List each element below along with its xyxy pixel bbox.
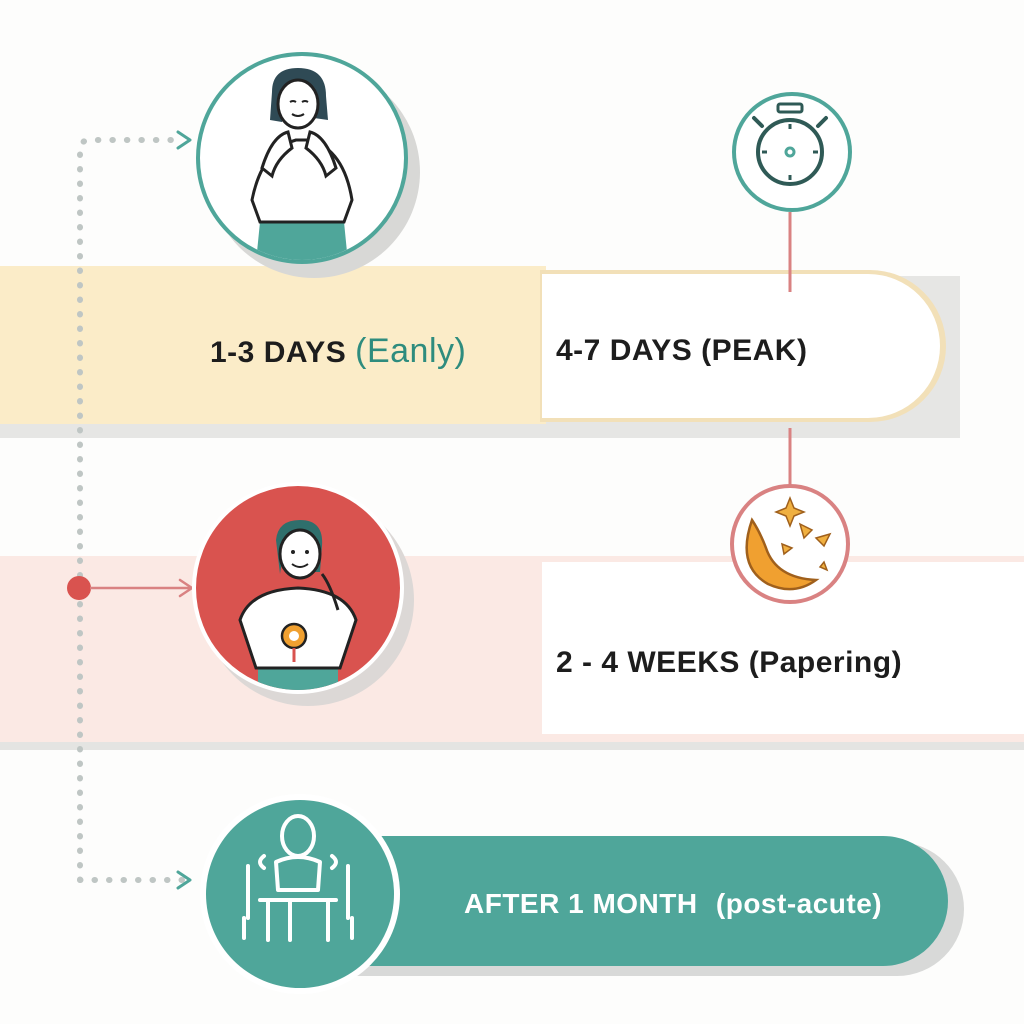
band-peak bbox=[542, 274, 940, 418]
dotted-connector bbox=[77, 137, 185, 883]
stage-papering-label: 2 - 4 WEEKS (Papering) bbox=[556, 646, 903, 679]
stage-early-label: 1-3 DAYS (Eanly) bbox=[210, 332, 466, 371]
stage-early-duration: 1-3 DAYS bbox=[210, 336, 347, 369]
band-papering-shadow bbox=[0, 742, 1024, 750]
pill-post bbox=[282, 836, 948, 966]
arrow-early bbox=[176, 130, 192, 150]
stage-post-duration: AFTER 1 MONTH bbox=[464, 888, 698, 919]
stage-post-note: (post-acute) bbox=[715, 888, 883, 919]
arrow-post bbox=[176, 870, 192, 890]
stage-peak-label: 4-7 DAYS (PEAK) bbox=[556, 334, 808, 367]
stage-early-note: (Eanly) bbox=[355, 332, 467, 370]
stage-post-label: AFTER 1 MONTH (post-acute) bbox=[464, 888, 882, 920]
connector-dot bbox=[67, 576, 91, 600]
band-early bbox=[0, 266, 546, 424]
